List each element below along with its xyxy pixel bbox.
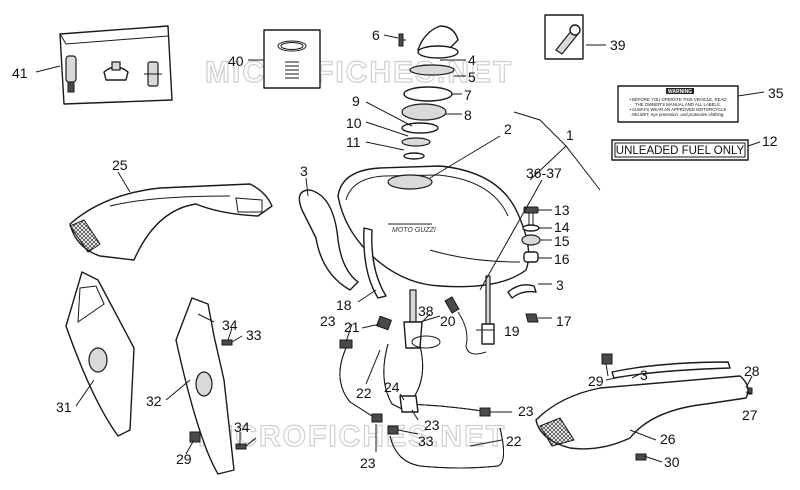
warning-label-line-3: • ALWAYS WEAR AN APPROVED MOTORCYCLE [630,107,727,112]
callout-9: 9 [352,93,360,109]
part-39-key [544,14,584,60]
callout-3-cover: 3 [640,367,648,383]
callout-6: 6 [372,27,380,43]
callout-3-right: 3 [556,277,564,293]
callout-33-lower: 33 [418,433,434,449]
callout-18: 18 [336,297,352,313]
part-12-unleaded-fuel-label: UNLEADED FUEL ONLY [611,139,749,161]
callout-8: 8 [464,107,472,123]
part-40-seal-and-spring [263,29,321,89]
callout-41: 41 [12,65,28,81]
callout-27: 27 [742,407,758,423]
callout-numbers: 41 40 39 6 4 5 7 8 9 10 11 2 1 35 12 36-… [12,27,784,471]
callout-31: 31 [56,399,72,415]
callout-30: 30 [664,454,680,470]
callout-25: 25 [112,157,128,173]
callout-23-d: 23 [518,403,534,419]
callout-21: 21 [344,319,360,335]
part-22-24-fuel-hoses [339,339,504,469]
callout-22-b: 22 [506,433,522,449]
warning-label-line-1: • BEFORE YOU OPERATE THIS VEHICLE, READ [629,97,726,102]
part-3-tank-rubber-left [298,189,387,299]
watermark-top: MICROFICHES.NET [205,56,513,89]
callout-40: 40 [228,53,244,69]
callout-35: 35 [768,85,784,101]
warning-label-line-4: HELMET, eye protection, and protective c… [632,112,725,117]
part-3-tank-rubber-right [507,284,537,299]
callout-5: 5 [468,69,476,85]
watermark-bottom: MICROFICHES.NET [198,420,506,453]
callout-29-right: 29 [588,373,604,389]
callout-26: 26 [660,431,676,447]
callout-3-left: 3 [300,163,308,179]
callout-19: 19 [504,323,520,339]
callout-38: 38 [418,303,434,319]
callout-23-b: 23 [424,417,440,433]
callout-7: 7 [464,87,472,103]
part-25-side-cover-upper [69,183,273,261]
callout-16: 16 [554,251,570,267]
callout-24: 24 [384,379,400,395]
part-32-side-panel-right [175,297,235,475]
part-19-21-fuel-tap-assembly [376,275,495,355]
warning-label-line-2: THE OWNER'S MANUAL AND ALL LABELS. [635,102,721,107]
callout-17: 17 [556,313,572,329]
part-26-side-cover-lower [535,361,749,450]
callout-15: 15 [554,233,570,249]
callout-1: 1 [566,127,574,143]
callout-34-lower: 34 [234,419,250,435]
callout-28: 28 [744,363,760,379]
callout-32: 32 [146,393,162,409]
callout-23-c: 23 [360,455,376,471]
callout-2: 2 [504,121,512,137]
callout-11: 11 [346,134,361,150]
callout-33-upper: 33 [246,327,262,343]
callout-20: 20 [440,313,456,329]
callout-4: 4 [468,52,476,68]
callout-12: 12 [762,133,778,149]
callout-10: 10 [346,115,362,131]
tank-badge: MOTO GUZZI [392,227,436,234]
part-4-11-filler-cap-assembly [398,25,459,160]
part-31-side-panel-left [65,271,135,437]
callout-22-a: 22 [356,385,372,401]
callout-36-37: 36-37 [526,165,562,181]
part-41-fuel-pump-kit [59,25,173,105]
callout-39: 39 [610,37,626,53]
callout-13: 13 [554,202,570,218]
warning-label-title: WARNING [668,89,692,95]
callout-14: 14 [554,219,570,235]
part-35-warning-label: WARNING • BEFORE YOU OPERATE THIS VEHICL… [617,85,739,123]
callout-29-left: 29 [176,451,192,467]
leader-lines [35,34,765,463]
callout-23-a: 23 [320,313,336,329]
callout-34-upper: 34 [222,317,238,333]
part-2-fuel-tank: MOTO GUZZI [337,165,530,288]
unleaded-label-text: UNLEADED FUEL ONLY [616,145,745,157]
